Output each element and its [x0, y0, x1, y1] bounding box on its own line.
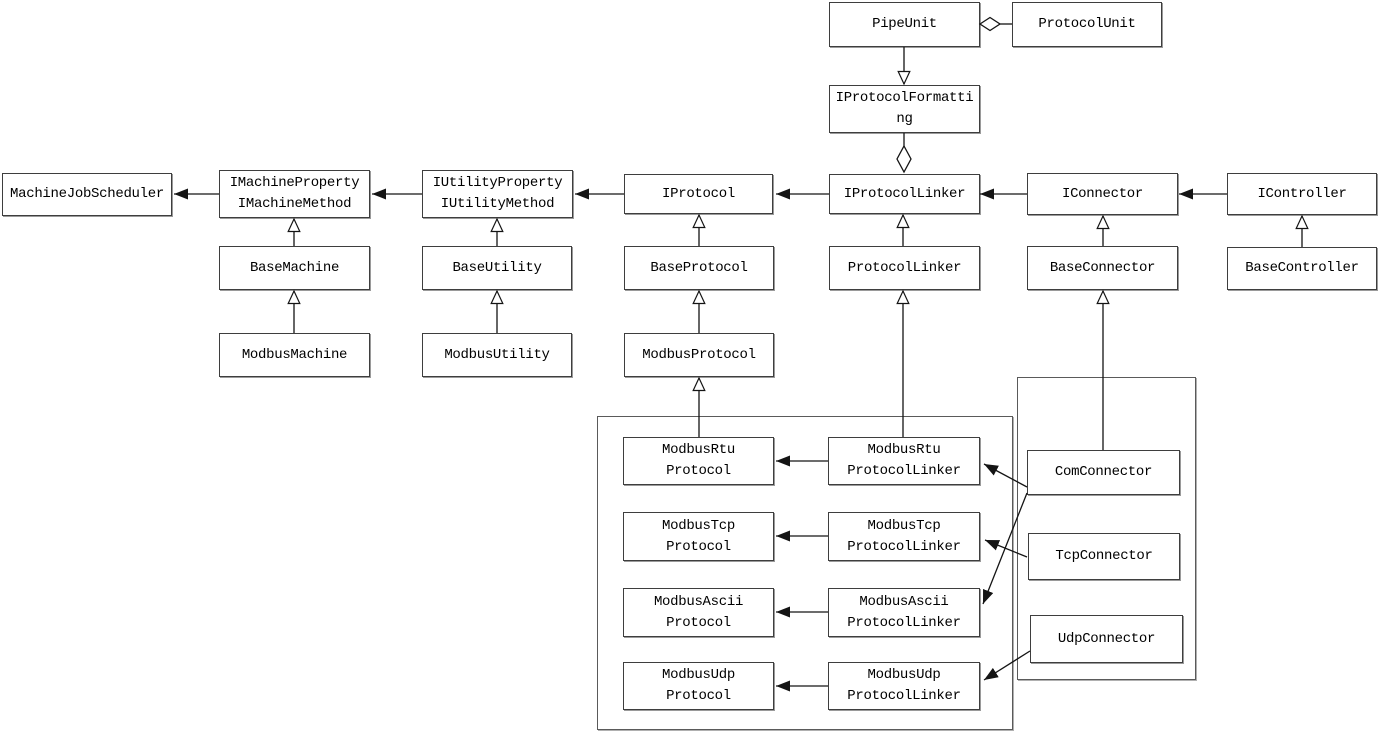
class-iprotocol-formatting: IProtocolFormatti ng [829, 85, 980, 133]
class-udp-connector: UdpConnector [1030, 615, 1183, 663]
class-base-controller: BaseController [1227, 247, 1377, 290]
class-iutility-property-method: IUtilityProperty IUtilityMethod [422, 170, 573, 218]
class-modbus-utility: ModbusUtility [422, 333, 572, 377]
aggregation-diamond-iprotocolformatting [896, 144, 912, 174]
class-base-utility: BaseUtility [422, 246, 572, 290]
class-protocol-linker: ProtocolLinker [829, 246, 980, 290]
class-modbus-rtu-protocol-linker: ModbusRtu ProtocolLinker [828, 437, 980, 485]
class-iprotocol-linker: IProtocolLinker [829, 174, 980, 214]
class-modbus-protocol: ModbusProtocol [624, 333, 774, 377]
class-base-machine: BaseMachine [219, 246, 370, 290]
class-base-connector: BaseConnector [1027, 246, 1178, 290]
class-modbus-tcp-protocol-linker: ModbusTcp ProtocolLinker [828, 512, 980, 561]
class-modbus-tcp-protocol: ModbusTcp Protocol [623, 512, 774, 561]
aggregation-diamond-pipeunit [978, 16, 1002, 32]
class-modbus-ascii-protocol: ModbusAscii Protocol [623, 588, 774, 637]
class-iprotocol: IProtocol [624, 174, 773, 214]
class-base-protocol: BaseProtocol [624, 246, 774, 290]
class-iconnector: IConnector [1027, 173, 1178, 215]
class-imachine-property-method: IMachineProperty IMachineMethod [219, 170, 370, 218]
class-machine-job-scheduler: MachineJobScheduler [2, 173, 172, 216]
class-pipe-unit: PipeUnit [829, 2, 980, 47]
class-modbus-rtu-protocol: ModbusRtu Protocol [623, 437, 774, 485]
class-icontroller: IController [1227, 173, 1377, 215]
class-modbus-ascii-protocol-linker: ModbusAscii ProtocolLinker [828, 588, 980, 637]
class-modbus-machine: ModbusMachine [219, 333, 370, 377]
class-modbus-udp-protocol: ModbusUdp Protocol [623, 662, 774, 710]
class-com-connector: ComConnector [1027, 450, 1180, 495]
class-protocol-unit: ProtocolUnit [1012, 2, 1162, 47]
class-modbus-udp-protocol-linker: ModbusUdp ProtocolLinker [828, 662, 980, 710]
class-tcp-connector: TcpConnector [1028, 533, 1180, 580]
